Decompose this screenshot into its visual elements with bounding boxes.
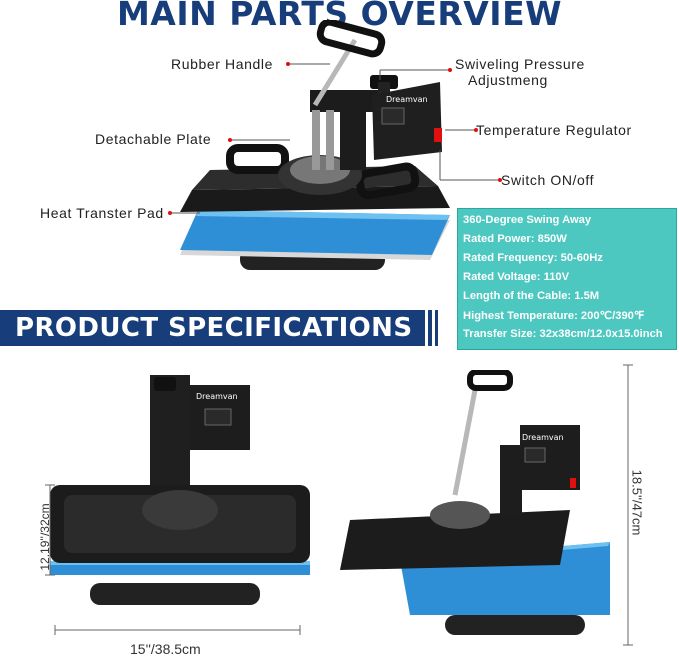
- spec-line: Length of the Cable: 1.5M: [463, 290, 600, 302]
- callout-rubber-handle: Rubber Handle: [171, 56, 273, 72]
- spec-line: Transfer Size: 32x38cm/12.0x15.0inch: [463, 328, 663, 340]
- spec-line: Highest Temperature: 200℃/390℉: [463, 310, 645, 322]
- callout-temperature-regulator: Temperature Regulator: [476, 122, 632, 138]
- spec-line: Rated Power: 850W: [463, 233, 567, 245]
- brand-label-side: Dreamvan: [522, 433, 564, 442]
- banner-title: PRODUCT SPECIFICATIONS: [15, 313, 413, 343]
- brand-label-top: Dreamvan: [386, 95, 428, 104]
- dimension-depth: 12.19''/32cm: [38, 503, 52, 571]
- heat-press-illustration-side: Dreamvan: [340, 370, 610, 635]
- heat-press-illustration-front: Dreamvan: [50, 375, 310, 605]
- callout-heat-transfer-pad: Heat Transter Pad: [40, 205, 164, 221]
- callout-swiveling-line2: Adjustmeng: [468, 72, 548, 88]
- spec-line: 360-Degree Swing Away: [463, 214, 592, 226]
- spec-line: Rated Frequency: 50-60Hz: [463, 252, 603, 264]
- specifications-panel: 360-Degree Swing Away Rated Power: 850W …: [457, 208, 677, 350]
- brand-label-front: Dreamvan: [196, 392, 238, 401]
- callout-swiveling-line1: Swiveling Pressure: [455, 56, 585, 72]
- dimension-height: 18.5''/47cm: [629, 469, 645, 536]
- dimension-width: 15''/38.5cm: [130, 641, 201, 657]
- spec-line: Rated Voltage: 110V: [463, 271, 570, 283]
- callout-switch: Switch ON/off: [501, 172, 595, 188]
- heat-press-illustration-top: Dreamvan: [180, 20, 450, 270]
- callout-detachable-plate: Detachable Plate: [95, 131, 212, 147]
- product-specifications-banner: PRODUCT SPECIFICATIONS: [0, 310, 440, 346]
